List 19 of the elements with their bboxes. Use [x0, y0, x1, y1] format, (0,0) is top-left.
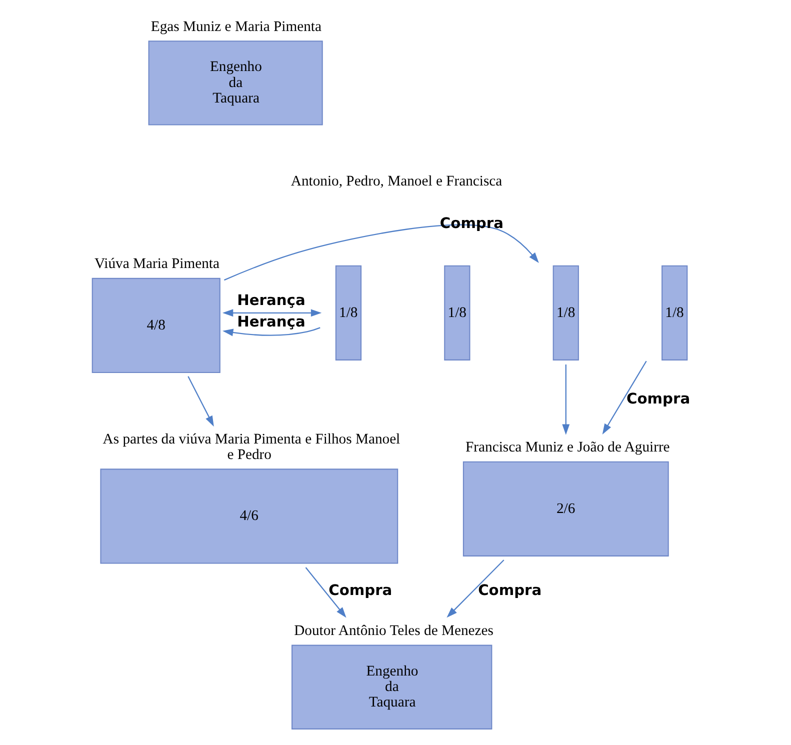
arrow: [224, 224, 539, 281]
edge-label: Compra: [626, 390, 690, 408]
node-label: Doutor Antônio Teles de Menezes: [294, 623, 494, 640]
edge-label: Herança: [237, 292, 306, 309]
arrow: [222, 327, 320, 336]
node-label: Egas Muniz e Maria Pimenta: [150, 18, 322, 35]
arrow: [602, 360, 647, 434]
node-label: Viúva Maria Pimenta: [94, 256, 220, 272]
edge-label: Herança: [237, 314, 306, 331]
node-label: As partes da viúva Maria Pimenta e Filhos Manoel e Pedro: [102, 431, 400, 463]
arrow: [446, 560, 504, 618]
arrow: [562, 364, 570, 435]
arrow: [188, 376, 214, 427]
arrow: [305, 567, 346, 618]
edge-label: Compra: [328, 582, 392, 599]
label: Antonio, Pedro, Manoel e Francisca: [290, 174, 502, 190]
edge-label: Compra: [478, 582, 542, 599]
node-label: Francisca Muniz e João de Aguirre: [466, 440, 670, 456]
arrow: [222, 309, 322, 317]
